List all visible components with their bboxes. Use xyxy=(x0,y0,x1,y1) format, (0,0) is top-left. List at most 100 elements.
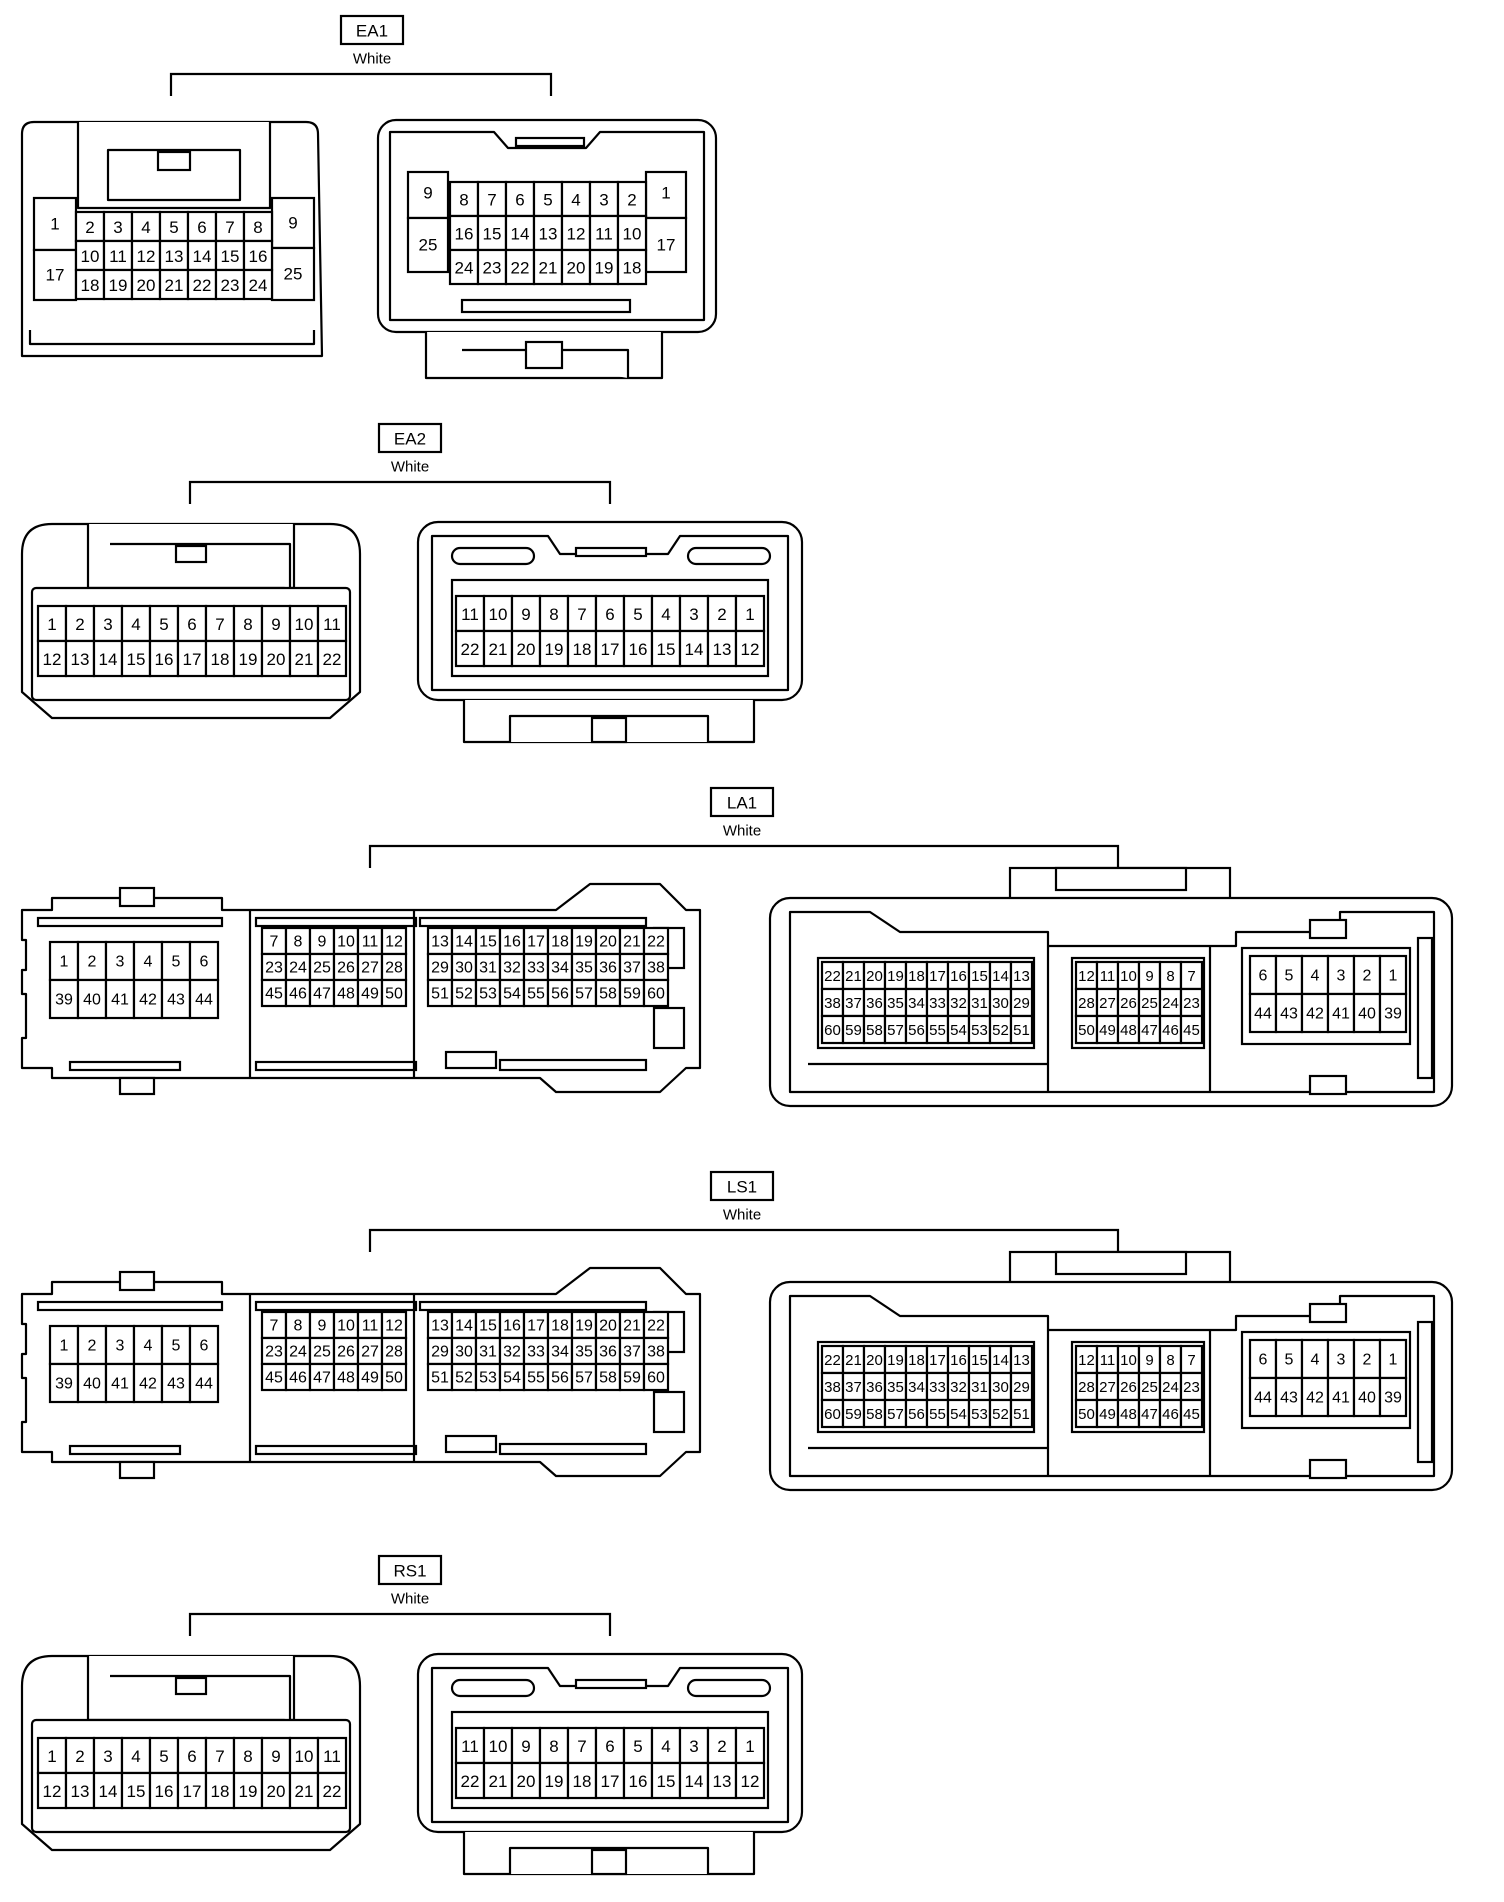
pin-number: 42 xyxy=(139,992,157,1009)
pin-number: 25 xyxy=(313,1344,331,1361)
pin-number: 5 xyxy=(1285,1352,1294,1369)
pin-number: 9 xyxy=(521,605,530,624)
pin-number: 24 xyxy=(249,276,268,295)
pin-number: 7 xyxy=(215,615,224,634)
pin-number: 44 xyxy=(1254,1390,1272,1407)
pin-number: 28 xyxy=(1078,995,1095,1012)
pin-number: 38 xyxy=(647,1344,665,1361)
pin-number: 32 xyxy=(950,995,967,1012)
pin-number: 41 xyxy=(1332,1006,1350,1023)
pin-number: 19 xyxy=(545,1772,564,1791)
pin-number: 10 xyxy=(489,605,508,624)
pin-number: 24 xyxy=(455,259,474,278)
pin-number: 14 xyxy=(99,650,118,669)
pin-number: 1 xyxy=(745,605,754,624)
pin-number: 4 xyxy=(131,615,140,634)
pin-number: 49 xyxy=(1099,1022,1116,1039)
pin-cell xyxy=(650,1761,682,1800)
pin-number: 1 xyxy=(661,184,670,203)
pin-number: 34 xyxy=(908,995,925,1012)
pin-number: 23 xyxy=(265,960,283,977)
pin-number: 20 xyxy=(137,276,156,295)
pin-number: 34 xyxy=(551,960,569,977)
top-notch xyxy=(574,546,648,558)
pin-number: 20 xyxy=(599,1318,617,1335)
pin-number: 15 xyxy=(479,934,497,951)
pin-cell xyxy=(260,926,288,956)
pin-number: 18 xyxy=(623,259,642,278)
slot-right xyxy=(686,546,772,566)
pin-number: 9 xyxy=(271,1747,280,1766)
pin-number: 25 xyxy=(1141,1379,1158,1396)
pin-cell xyxy=(148,639,180,678)
pin-number: 18 xyxy=(908,968,925,985)
pin-number: 59 xyxy=(845,1022,862,1039)
pin-cell xyxy=(1009,1398,1034,1429)
pin-number: 8 xyxy=(549,605,558,624)
pin-cell xyxy=(288,1771,320,1810)
pin-number: 10 xyxy=(81,247,100,266)
pin-cell xyxy=(270,196,316,250)
pin-number: 17 xyxy=(601,1772,620,1791)
pin-number: 14 xyxy=(99,1782,118,1801)
pin-number: 32 xyxy=(503,1344,521,1361)
pin-number: 30 xyxy=(992,995,1009,1012)
pin-number: 53 xyxy=(971,1022,988,1039)
pin-cell xyxy=(316,604,348,643)
pin-cell xyxy=(232,1736,264,1775)
key-block xyxy=(444,1434,498,1454)
latch-tab xyxy=(156,150,192,172)
pin-number: 43 xyxy=(1280,1390,1298,1407)
bottom-tab xyxy=(118,1460,156,1480)
pin-number: 21 xyxy=(845,1352,862,1369)
pin-cell xyxy=(64,604,96,643)
pin-number: 12 xyxy=(137,247,156,266)
pin-number: 56 xyxy=(551,1370,569,1387)
pin-number: 37 xyxy=(845,1379,862,1396)
pin-number: 21 xyxy=(489,640,508,659)
pin-number: 5 xyxy=(172,1338,181,1355)
pin-cell xyxy=(130,268,162,301)
lock-tab xyxy=(524,340,564,370)
pin-cell xyxy=(642,978,670,1008)
pin-number: 41 xyxy=(111,992,129,1009)
pin-number: 22 xyxy=(323,650,342,669)
pin-number: 27 xyxy=(361,960,379,977)
pin-number: 43 xyxy=(167,992,185,1009)
pin-cell xyxy=(560,214,592,252)
pin-number: 11 xyxy=(1100,1352,1116,1369)
pin-number: 46 xyxy=(1162,1406,1179,1423)
pin-number: 28 xyxy=(1078,1379,1095,1396)
pin-cell xyxy=(332,978,360,1008)
connector-id-label: RS1 xyxy=(393,1562,426,1581)
connector-id-label: EA2 xyxy=(394,430,426,449)
pin-number: 20 xyxy=(866,1352,883,1369)
pin-number: 4 xyxy=(144,1338,153,1355)
pin-cell xyxy=(450,1362,478,1392)
connector-id-box xyxy=(709,1170,775,1202)
pin-number: 10 xyxy=(337,1318,355,1335)
pin-number: 9 xyxy=(271,615,280,634)
pin-number: 5 xyxy=(633,605,642,624)
pin-cell xyxy=(734,1761,766,1800)
pin-cell xyxy=(104,1362,136,1404)
pin-number: 19 xyxy=(545,640,564,659)
pin-number: 3 xyxy=(113,218,122,237)
pin-number: 39 xyxy=(1384,1390,1402,1407)
pin-number: 16 xyxy=(629,1772,648,1791)
pin-number: 41 xyxy=(1332,1390,1350,1407)
pin-number: 31 xyxy=(479,1344,497,1361)
pin-cell xyxy=(678,629,710,668)
pin-cell xyxy=(260,1736,292,1775)
pin-number: 40 xyxy=(1358,1006,1376,1023)
base-rail xyxy=(28,330,316,346)
pin-number: 15 xyxy=(971,1352,988,1369)
pin-number: 33 xyxy=(929,995,946,1012)
pin-number: 5 xyxy=(633,1737,642,1756)
pin-number: 10 xyxy=(1120,968,1137,985)
pin-number: 14 xyxy=(455,1318,473,1335)
latch-inner xyxy=(110,1674,292,1720)
pin-cell xyxy=(622,1761,654,1800)
